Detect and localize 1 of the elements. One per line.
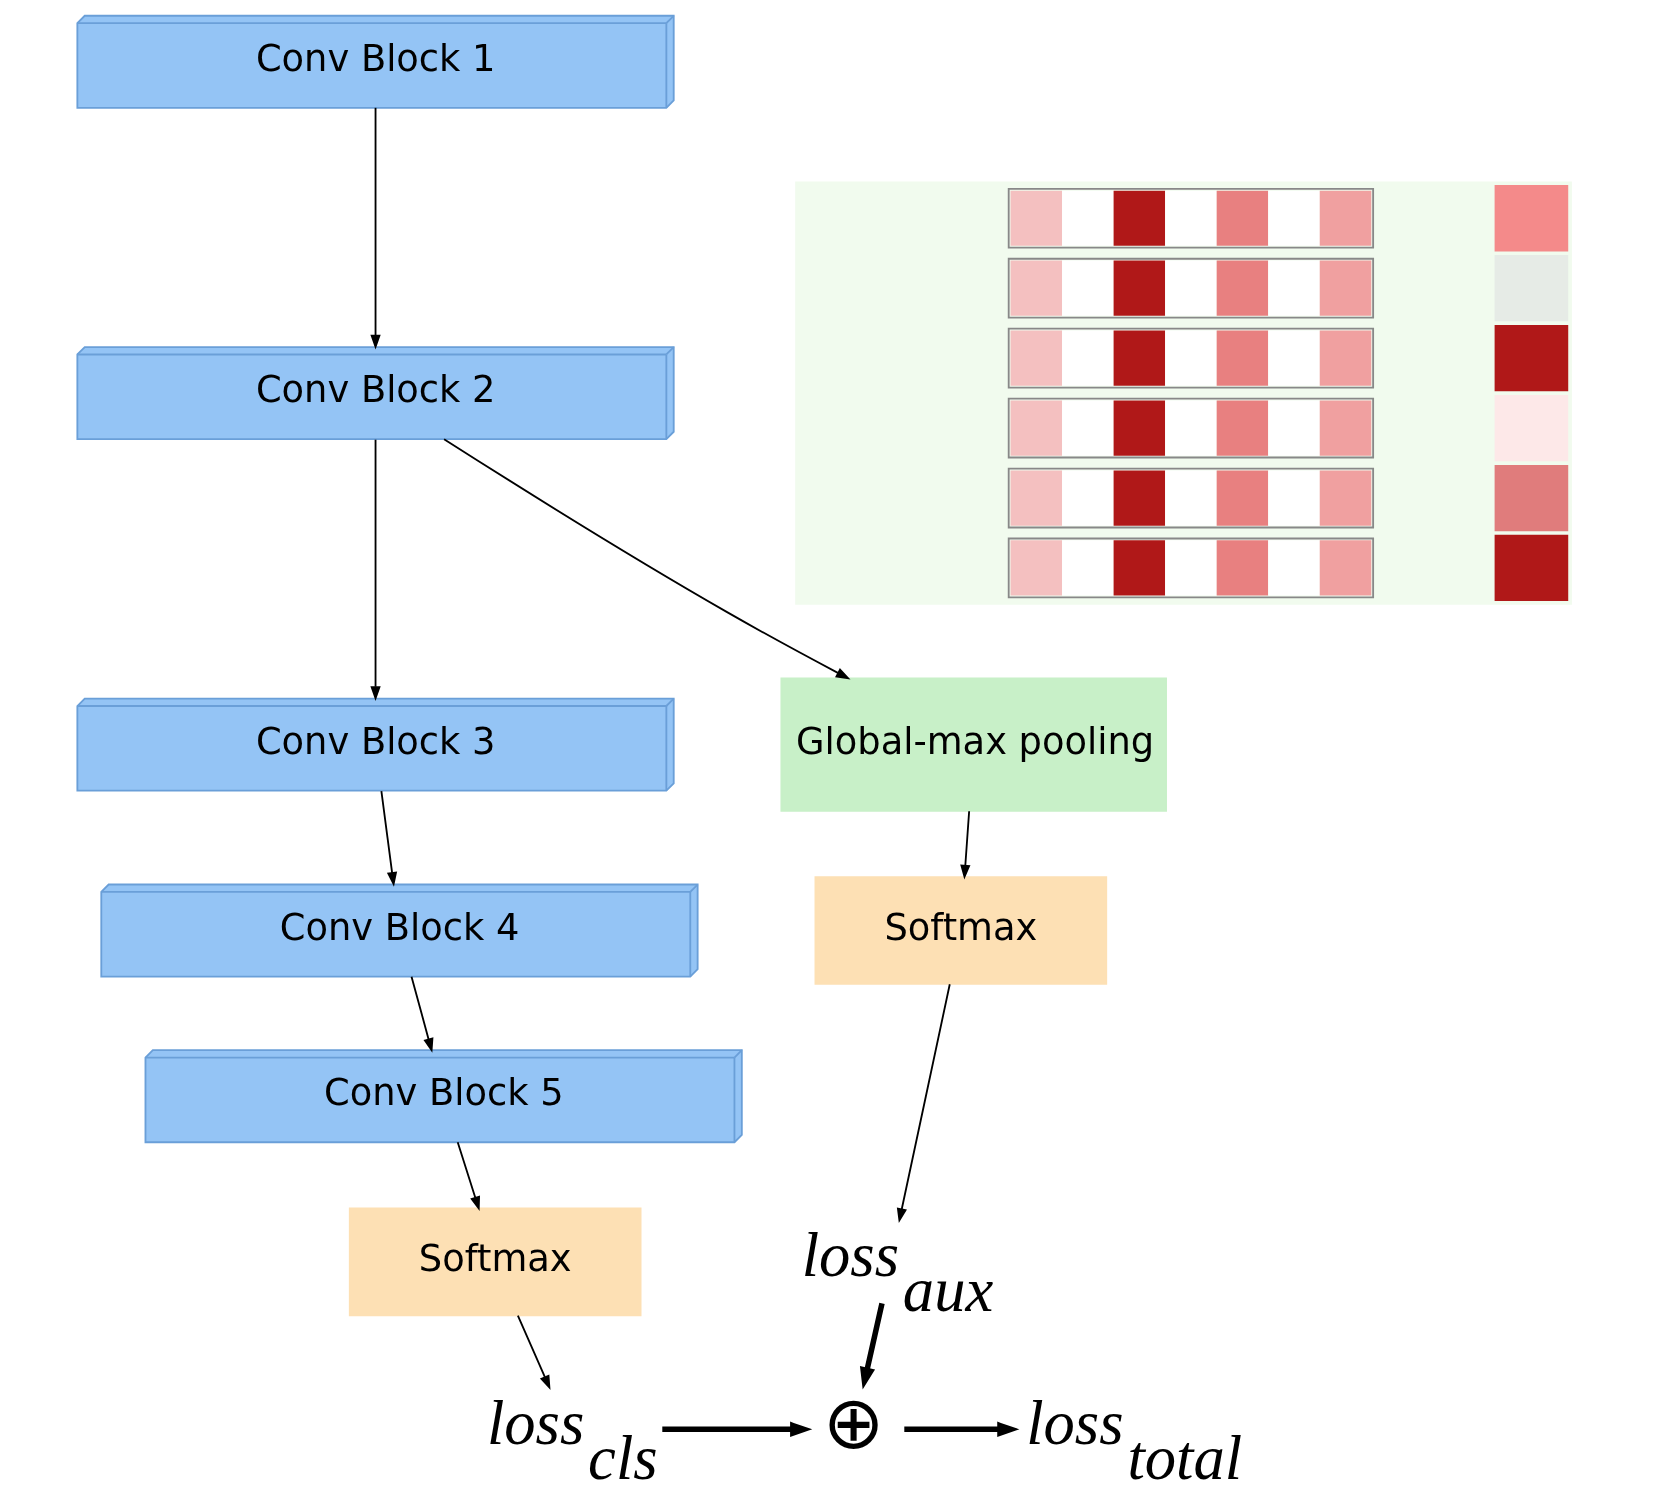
- node-text: ⊕: [822, 1379, 885, 1465]
